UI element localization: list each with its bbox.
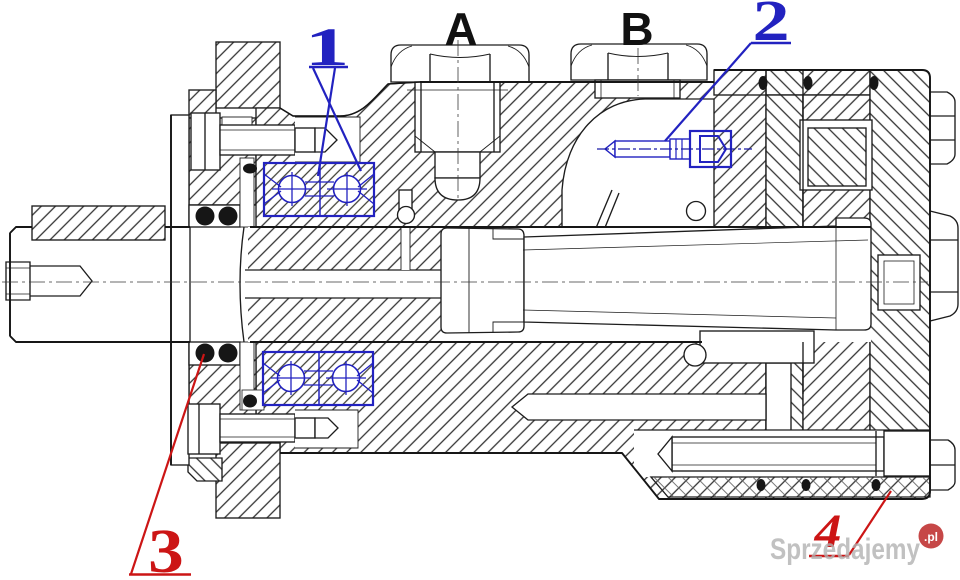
svg-text:1: 1 xyxy=(305,17,350,77)
svg-text:2: 2 xyxy=(752,0,789,53)
svg-text:3: 3 xyxy=(148,517,184,580)
svg-text:A: A xyxy=(444,3,477,55)
svg-text:B: B xyxy=(620,3,653,55)
svg-text:.pl: .pl xyxy=(924,530,938,544)
svg-text:Sprzedajemy: Sprzedajemy xyxy=(770,533,920,566)
svg-text:4: 4 xyxy=(814,506,842,559)
